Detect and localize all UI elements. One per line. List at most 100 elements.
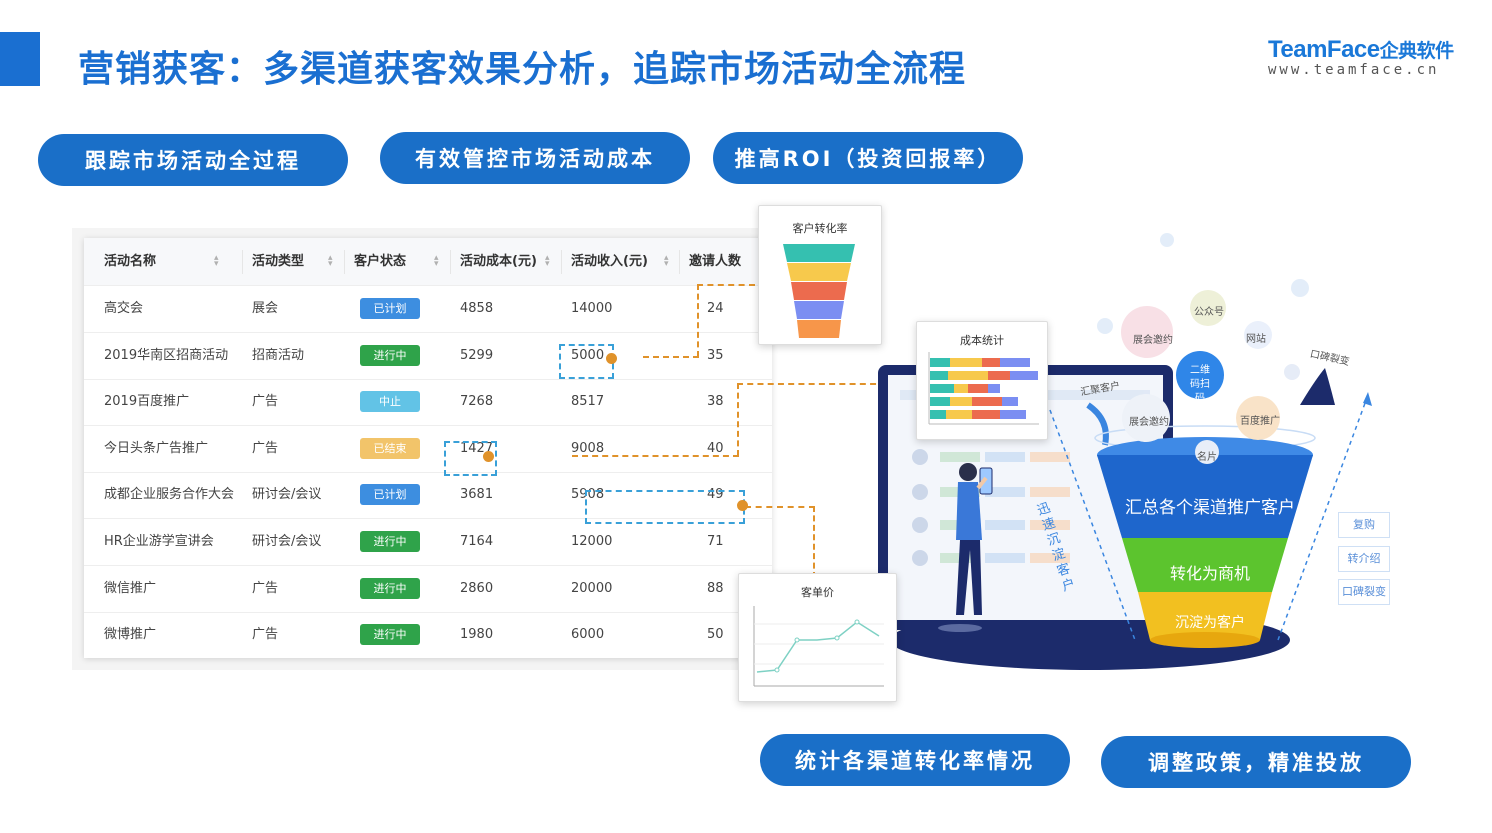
connector-dot	[606, 353, 617, 364]
table-cell-name: 高交会	[104, 301, 144, 316]
logo-url: www.teamface.cn	[1268, 62, 1440, 78]
table-cell-invited: 35	[707, 347, 724, 363]
highlight-cost-box	[444, 441, 497, 476]
activity-table: 活动名称 ▴▾ 活动类型 ▴▾ 客户状态 ▴▾ 活动成本(元) ▴▾ 活动收入(元) ▴▾ 邀请人数…	[84, 238, 772, 658]
column-divider	[450, 250, 451, 274]
status-badge: 进行中	[360, 531, 420, 552]
table-cell-income: 20000	[571, 580, 613, 596]
column-divider	[344, 250, 345, 274]
table-cell-cost: 7268	[460, 394, 494, 410]
table-cell-cost: 1980	[460, 627, 494, 643]
logo-main-text: TeamFace	[1268, 36, 1380, 63]
table-cell-invited: 88	[707, 580, 724, 596]
connector-line	[643, 356, 699, 358]
connector-dot	[483, 451, 494, 462]
table-cell-income: 12000	[571, 534, 613, 549]
status-badge: 已计划	[360, 484, 420, 506]
highlight-income-box	[559, 344, 614, 379]
table-cell-name: 微博推广	[104, 627, 157, 643]
table-cell-name: 成都企业服务合作大会	[104, 487, 235, 503]
table-cell-type: 研讨会/会议	[252, 487, 322, 503]
mini-line-chart	[753, 606, 884, 687]
funnel-mid-label: 转化为商机	[1169, 564, 1250, 583]
table-cell-type: 广告	[252, 440, 279, 456]
table-cell-name: 2019华南区招商活动	[104, 347, 229, 363]
activity-table-panel: 活动名称 ▴▾ 活动类型 ▴▾ 客户状态 ▴▾ 活动成本(元) ▴▾ 活动收入(元) ▴▾ 邀请人数…	[72, 228, 772, 670]
table-cell-name: HR企业游学宣讲会	[104, 534, 214, 549]
table-cell-income: 8517	[571, 394, 605, 410]
column-header[interactable]: 活动名称	[104, 254, 157, 269]
pill-track-activity: 跟踪市场活动全过程	[38, 134, 348, 186]
column-header[interactable]: 活动收入(元)	[571, 254, 648, 269]
side-tag: 转介绍	[1338, 546, 1390, 572]
table-cell-cost: 5299	[460, 347, 494, 363]
column-divider	[561, 250, 562, 274]
table-header-row: 活动名称 ▴▾ 活动类型 ▴▾ 客户状态 ▴▾ 活动成本(元) ▴▾ 活动收入(元) ▴▾ 邀请人数	[84, 238, 772, 286]
table-cell-invited: 24	[707, 301, 724, 316]
mini-bar-chart	[928, 352, 1039, 425]
table-cell-type: 展会	[252, 301, 279, 316]
status-badge: 中止	[360, 391, 420, 413]
column-header[interactable]: 客户状态	[354, 254, 407, 269]
table-row[interactable]: HR企业游学宣讲会 研讨会/会议 进行中 7164 12000 71	[84, 518, 772, 566]
table-cell-cost: 4858	[460, 301, 494, 316]
card-title: 客户转化率	[792, 222, 848, 235]
card-title: 客单价	[801, 586, 834, 599]
column-divider	[679, 250, 680, 274]
table-cell-income: 5000	[571, 347, 605, 363]
title-accent-bar	[0, 32, 40, 86]
pill-channel-conversion: 统计各渠道转化率情况	[760, 734, 1070, 786]
funnel-bottom-band	[1138, 592, 1272, 640]
column-divider	[242, 250, 243, 274]
channel-label: 二维码扫码	[1190, 365, 1210, 404]
sort-icon[interactable]: ▴▾	[545, 253, 550, 269]
table-cell-name: 今日头条广告推广	[104, 440, 209, 456]
logo-cn-text: 企典软件	[1379, 41, 1455, 62]
side-tag: 复购	[1338, 512, 1390, 538]
channel-label: 公众号	[1194, 307, 1224, 318]
funnel-top-label: 汇总各个渠道推广客户	[1125, 498, 1295, 518]
channel-label: 名片	[1197, 452, 1217, 463]
connector-line	[697, 284, 699, 357]
unit-price-card: 客单价	[738, 573, 897, 702]
pill-adjust-policy: 调整政策，精准投放	[1101, 736, 1411, 788]
table-cell-type: 招商活动	[252, 347, 305, 363]
sort-icon[interactable]: ▴▾	[664, 253, 669, 269]
column-header[interactable]: 邀请人数	[689, 254, 742, 269]
table-cell-cost: 2860	[460, 580, 494, 596]
connector-line	[737, 383, 917, 385]
table-cell-cost: 7164	[460, 534, 494, 549]
connector-line	[737, 383, 739, 456]
table-cell-cost: 3681	[460, 487, 494, 503]
funnel-mid-band	[1122, 538, 1288, 592]
table-cell-income: 6000	[571, 627, 605, 643]
funnel-bottom-label: 沉淀为客户	[1175, 615, 1245, 631]
cost-stats-card: 成本统计	[916, 321, 1048, 440]
sort-icon[interactable]: ▴▾	[434, 253, 439, 269]
table-cell-type: 广告	[252, 627, 279, 643]
status-badge: 进行中	[360, 577, 420, 599]
mini-funnel	[783, 244, 855, 338]
column-header[interactable]: 活动类型	[252, 254, 305, 269]
column-header[interactable]: 活动成本(元)	[460, 254, 537, 269]
person-figure	[938, 463, 993, 632]
sort-icon[interactable]: ▴▾	[328, 253, 333, 269]
table-cell-invited: 40	[707, 440, 724, 456]
highlight-row-box	[585, 490, 745, 524]
table-cell-type: 研讨会/会议	[252, 534, 322, 549]
table-cell-invited: 71	[707, 534, 724, 549]
table-cell-income: 9008	[571, 440, 605, 456]
connector-line	[813, 506, 815, 578]
conversion-rate-card: 客户转化率	[758, 205, 882, 345]
status-badge: 已结束	[360, 437, 420, 459]
sort-icon[interactable]: ▴▾	[214, 253, 219, 269]
connector-line	[697, 284, 755, 286]
connector-line	[745, 506, 815, 508]
table-cell-type: 广告	[252, 394, 279, 410]
